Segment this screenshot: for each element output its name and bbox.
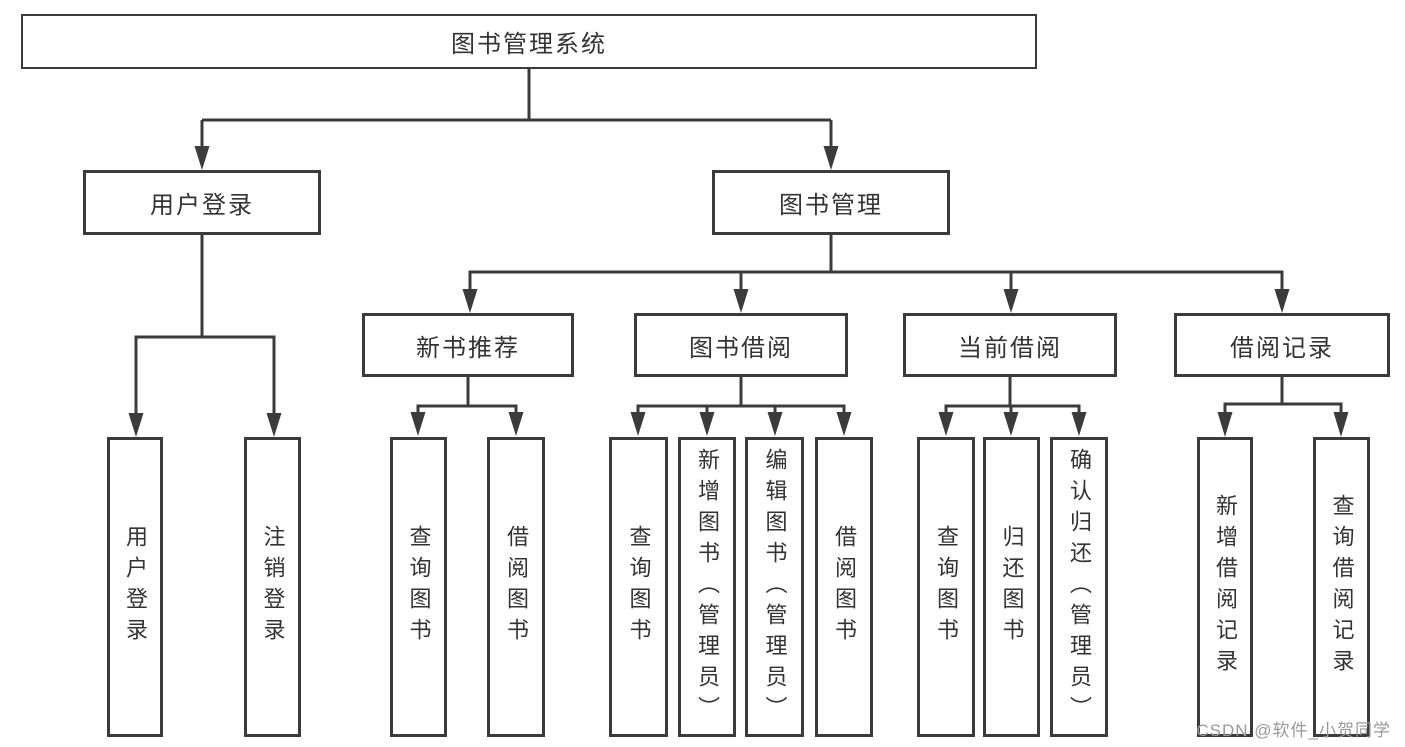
leaf-logout: 注销登录 xyxy=(244,437,301,737)
node-label: 当前借阅 xyxy=(958,334,1062,362)
leaf-query-borrow-record: 查询借阅记录 xyxy=(1313,437,1370,737)
node-book-borrowing: 图书借阅 xyxy=(634,313,848,377)
leaf-label: 查询图书 xyxy=(934,525,959,649)
leaf-label: 新增图书（管理员） xyxy=(695,447,720,727)
leaf-label: 新增借阅记录 xyxy=(1213,494,1238,680)
leaf-borrow-books-recommend: 借阅图书 xyxy=(487,437,545,737)
node-borrowing-records: 借阅记录 xyxy=(1174,313,1390,377)
node-label: 图书管理系统 xyxy=(451,31,607,58)
leaf-confirm-return-admin: 确认归还（管理员） xyxy=(1050,437,1108,737)
node-label: 新书推荐 xyxy=(416,334,520,362)
node-label: 借阅记录 xyxy=(1230,334,1334,362)
leaf-label: 借阅图书 xyxy=(504,525,529,649)
leaf-edit-book-admin: 编辑图书（管理员） xyxy=(745,437,804,737)
leaf-label: 借阅图书 xyxy=(832,525,857,649)
leaf-add-book-admin: 新增图书（管理员） xyxy=(678,437,736,737)
node-label: 用户登录 xyxy=(150,192,254,219)
csdn-watermark: CSDN @软件_小贺同学 xyxy=(1196,721,1391,740)
leaf-label: 查询图书 xyxy=(626,525,652,649)
node-user-login: 用户登录 xyxy=(83,170,321,235)
leaf-label: 用户登录 xyxy=(123,525,148,649)
node-new-book-recommendation: 新书推荐 xyxy=(362,313,574,377)
node-book-management: 图书管理 xyxy=(712,170,950,235)
node-library-management-system: 图书管理系统 xyxy=(21,14,1037,69)
leaf-label: 确认归还（管理员） xyxy=(1067,447,1092,727)
leaf-label: 注销登录 xyxy=(260,525,286,649)
node-label: 图书管理 xyxy=(779,192,883,219)
leaf-return-books: 归还图书 xyxy=(983,437,1040,737)
leaf-query-books-current: 查询图书 xyxy=(917,437,975,737)
leaf-query-books-recommend: 查询图书 xyxy=(390,437,447,737)
node-current-borrowing: 当前借阅 xyxy=(903,313,1117,377)
leaf-label: 查询借阅记录 xyxy=(1329,494,1355,680)
leaf-borrow-books: 借阅图书 xyxy=(815,437,873,737)
leaf-label: 编辑图书（管理员） xyxy=(762,447,788,727)
leaf-user-login: 用户登录 xyxy=(107,437,163,737)
leaf-label: 归还图书 xyxy=(999,525,1025,649)
leaf-label: 查询图书 xyxy=(406,525,432,649)
leaf-add-borrow-record: 新增借阅记录 xyxy=(1197,437,1253,737)
node-label: 图书借阅 xyxy=(689,334,793,362)
leaf-query-books-borrowing: 查询图书 xyxy=(609,437,668,737)
